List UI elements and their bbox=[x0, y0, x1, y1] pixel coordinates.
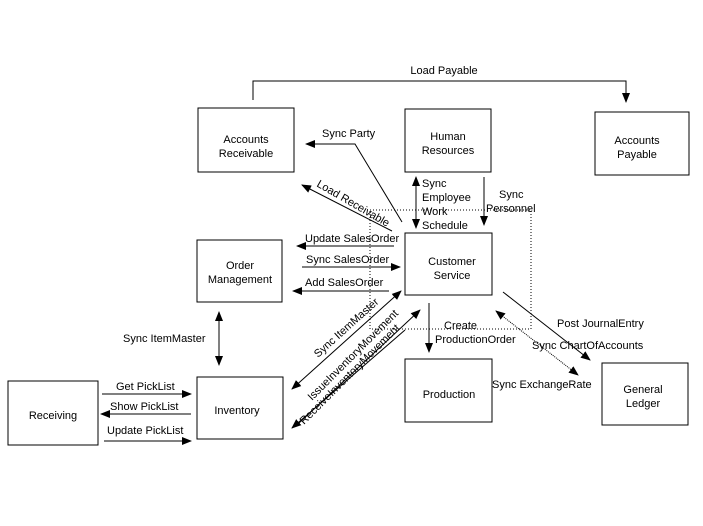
box-receiving[interactable]: Receiving bbox=[7, 380, 99, 446]
flow-label: Sync bbox=[422, 178, 447, 190]
flow-load-receivable: Load Receivable bbox=[301, 178, 393, 232]
box-label: Management bbox=[208, 274, 272, 286]
flow-sync-personnel: Sync Personnel bbox=[480, 177, 536, 226]
box-order-management[interactable]: Order Management bbox=[196, 239, 283, 303]
flow-label: Schedule bbox=[422, 220, 468, 232]
flow-label: Sync bbox=[499, 189, 524, 201]
box-accounts-receivable[interactable]: Accounts Receivable bbox=[197, 107, 295, 173]
flow-sync-employee-work-schedule: Sync Employee Work Schedule bbox=[412, 176, 471, 232]
flow-sync-chart-of-accounts: Sync ChartOfAccounts bbox=[495, 310, 644, 376]
flow-get-picklist: Get PickList bbox=[102, 381, 192, 398]
flow-add-salesorder: Add SalesOrder bbox=[292, 277, 389, 295]
box-production[interactable]: Production bbox=[404, 358, 493, 423]
flow-label: Sync Party bbox=[322, 128, 376, 140]
flow-label: Update PickList bbox=[107, 425, 183, 437]
flow-sync-exchange-rate: Sync ExchangeRate bbox=[492, 379, 592, 391]
flow-label: Sync ChartOfAccounts bbox=[532, 340, 644, 352]
box-label: Human bbox=[430, 131, 465, 143]
flow-update-picklist: Update PickList bbox=[104, 425, 192, 445]
box-label: Inventory bbox=[214, 405, 260, 417]
flow-label: Load Payable bbox=[410, 65, 477, 77]
box-human-resources[interactable]: Human Resources bbox=[404, 108, 492, 173]
box-inventory[interactable]: Inventory bbox=[196, 376, 284, 440]
box-label: Production bbox=[423, 389, 476, 401]
flow-label: ReceiveInventoryMovement bbox=[298, 322, 403, 427]
flow-load-payable: Load Payable bbox=[252, 65, 630, 103]
box-label: Receivable bbox=[219, 148, 273, 160]
flow-label: Sync ItemMaster bbox=[123, 333, 206, 345]
flow-sync-party: Sync Party bbox=[305, 128, 403, 223]
box-accounts-payable[interactable]: Accounts Payable bbox=[594, 111, 690, 176]
box-label: Customer bbox=[428, 256, 476, 268]
box-customer-service[interactable]: Customer Service bbox=[404, 232, 493, 296]
box-label: Service bbox=[434, 270, 471, 282]
box-label: Ledger bbox=[626, 398, 661, 410]
box-label: Receiving bbox=[29, 410, 77, 422]
box-label: Accounts bbox=[223, 134, 269, 146]
box-label: Order bbox=[226, 260, 254, 272]
flow-label: Get PickList bbox=[116, 381, 175, 393]
flow-label: Show PickList bbox=[110, 401, 178, 413]
dotted-boundary bbox=[369, 209, 532, 330]
flow-sync-salesorder: Sync SalesOrder bbox=[302, 254, 401, 271]
flow-label: Update SalesOrder bbox=[305, 233, 399, 245]
flow-label: Employee bbox=[422, 192, 471, 204]
flow-label: Post JournalEntry bbox=[557, 318, 644, 330]
flow-update-salesorder: Update SalesOrder bbox=[296, 233, 399, 250]
flow-sync-itemmaster-om: Sync ItemMaster bbox=[123, 311, 223, 366]
box-label: Payable bbox=[617, 149, 657, 161]
flow-create-production-order: Create ProductionOrder bbox=[425, 303, 516, 353]
flow-label: Add SalesOrder bbox=[305, 277, 384, 289]
flow-label: Sync ExchangeRate bbox=[492, 379, 592, 391]
flow-label: Personnel bbox=[486, 203, 536, 215]
box-label: Accounts bbox=[614, 135, 660, 147]
box-general-ledger[interactable]: General Ledger bbox=[601, 362, 689, 426]
flow-label: Create bbox=[444, 320, 477, 332]
flow-label: ProductionOrder bbox=[435, 334, 516, 346]
flow-show-picklist: Show PickList bbox=[100, 401, 191, 418]
flow-label: Sync SalesOrder bbox=[306, 254, 389, 266]
flow-label: Work bbox=[422, 206, 448, 218]
box-label: Resources bbox=[422, 145, 475, 157]
box-label: General bbox=[623, 384, 662, 396]
